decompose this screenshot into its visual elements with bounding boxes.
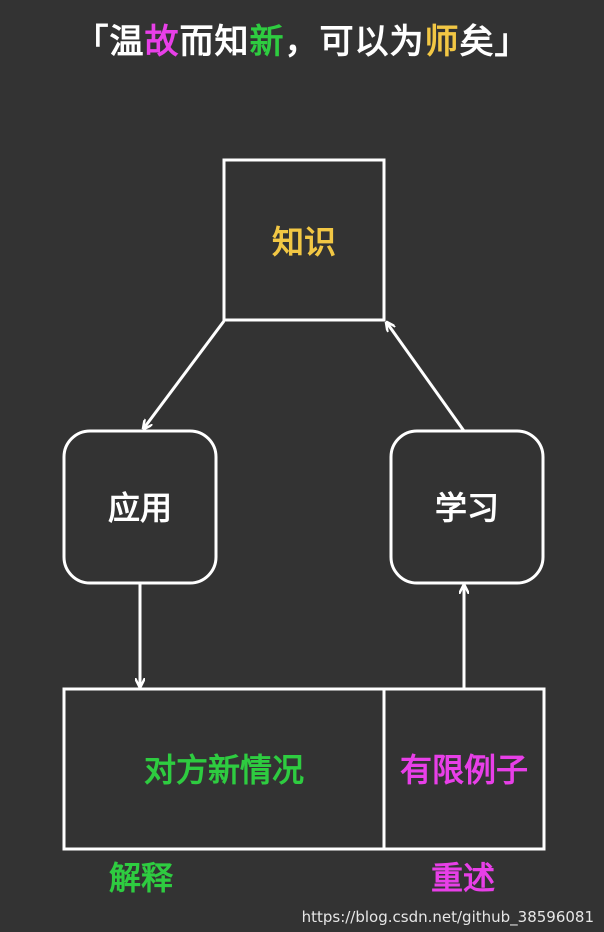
title-part-7: 矣	[459, 22, 495, 62]
title-part-gu: 故	[144, 22, 180, 62]
title-part-shi: 师	[424, 22, 460, 62]
watermark-url: https://blog.csdn.net/github_38596081	[301, 908, 594, 926]
learn-box	[389, 429, 545, 585]
restate-label: 重述	[431, 859, 495, 897]
limited-examples-label: 有限例子	[400, 751, 528, 789]
title-open-bracket: 「	[74, 22, 110, 62]
arrow-learn-to-knowledge	[387, 323, 466, 432]
title-close-bracket: 」	[494, 22, 530, 62]
knowledge-label: 知识	[272, 223, 336, 261]
explain-label: 解释	[109, 859, 174, 897]
title-part-3: 而知	[179, 22, 250, 62]
situation-box	[62, 687, 546, 851]
apply-box	[62, 429, 218, 585]
arrow-knowledge-to-apply	[144, 320, 226, 428]
title-part-5: ，可以为	[284, 22, 425, 62]
title-part-xin: 新	[249, 22, 285, 62]
apply-label: 应用	[108, 489, 172, 527]
diagram-title: 「温故而知新，可以为师矣」	[0, 14, 604, 63]
new-situation-label: 对方新情况	[144, 751, 304, 789]
title-part-1: 温	[109, 22, 145, 62]
knowledge-box	[222, 158, 386, 322]
learn-label: 学习	[435, 489, 499, 527]
